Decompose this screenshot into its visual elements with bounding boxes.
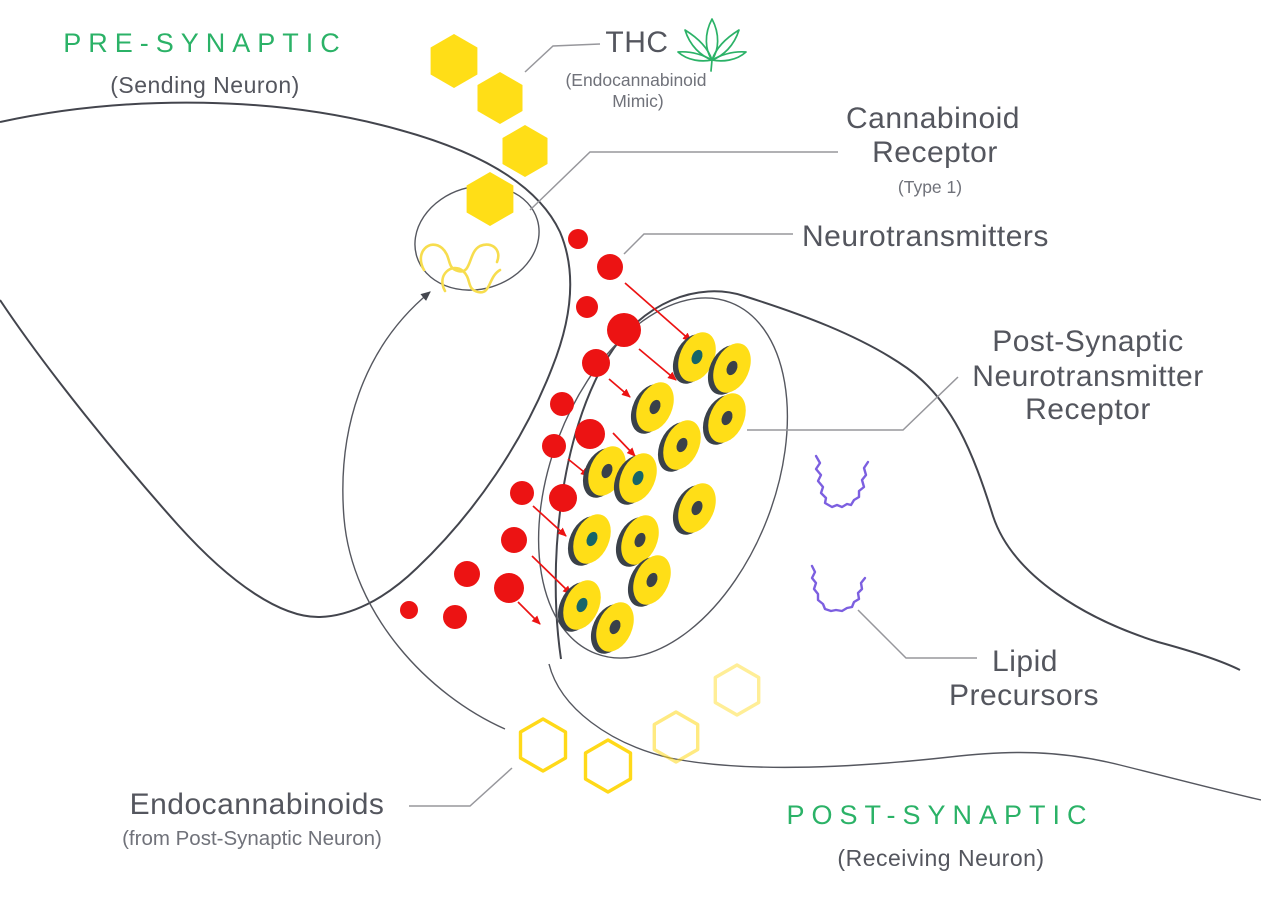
cannabinoid-receptor-outline	[414, 185, 540, 291]
post-synaptic-outer-membrane	[554, 290, 1241, 671]
thc-leader-line	[524, 43, 601, 73]
neurotransmitter-dots	[400, 229, 641, 629]
cannabinoid-receptor-protein-2	[441, 266, 502, 294]
endocannabinoids-label: Endocannabinoids	[130, 788, 385, 821]
cannabinoid-receptor-protein	[419, 243, 500, 273]
post-synaptic-title: POST-SYNAPTIC	[786, 800, 1093, 830]
thc-molecules	[430, 34, 548, 226]
thc-subtitle-line1: (Endocannabinoid	[565, 70, 706, 90]
post-receptor-label-line2: Neurotransmitter	[972, 360, 1203, 393]
thc-subtitle-line2: Mimic)	[612, 91, 664, 111]
neurotransmitters-leader-line	[623, 233, 793, 255]
lipid-precursors-label-line1: Lipid	[992, 645, 1058, 678]
pre-synaptic-subtitle: (Sending Neuron)	[110, 72, 300, 98]
cannabinoid-receptor-leader-line	[529, 151, 838, 211]
endocannabinoids-subtitle: (from Post-Synaptic Neuron)	[122, 827, 382, 850]
post-synaptic-density-oval	[537, 297, 789, 659]
post-receptors	[557, 332, 751, 654]
lipid-precursors-leader-line	[857, 609, 977, 659]
post-synaptic-subtitle: (Receiving Neuron)	[837, 845, 1044, 871]
endocannabinoid-molecules	[518, 663, 761, 794]
cannabinoid-receptor-label-line2: Receptor	[872, 136, 998, 169]
release-arrows	[517, 282, 692, 625]
post-receptor-label-line1: Post-Synaptic	[992, 325, 1184, 358]
cannabinoid-receptor-subtitle: (Type 1)	[898, 177, 962, 197]
thc-label: THC	[605, 26, 668, 59]
post-receptor-label-line3: Receptor	[1025, 393, 1151, 426]
post-synaptic-bottom-membrane	[548, 663, 1261, 801]
post-receptor-leader-line	[747, 376, 959, 431]
pre-synaptic-title: PRE-SYNAPTIC	[63, 28, 347, 58]
lipid-precursors-label-line2: Precursors	[949, 679, 1099, 712]
lipid-precursor-molecule-2	[810, 564, 867, 613]
endocannabinoids-leader-line	[409, 767, 513, 807]
retrograde-signal-arrow	[342, 291, 506, 730]
cannabis-leaf-icon	[677, 18, 747, 72]
neurotransmitters-label: Neurotransmitters	[802, 220, 1049, 253]
pre-synaptic-membrane	[0, 101, 572, 619]
lipid-precursor-molecule-1	[814, 454, 870, 509]
cannabinoid-receptor-label-line1: Cannabinoid	[846, 102, 1020, 135]
